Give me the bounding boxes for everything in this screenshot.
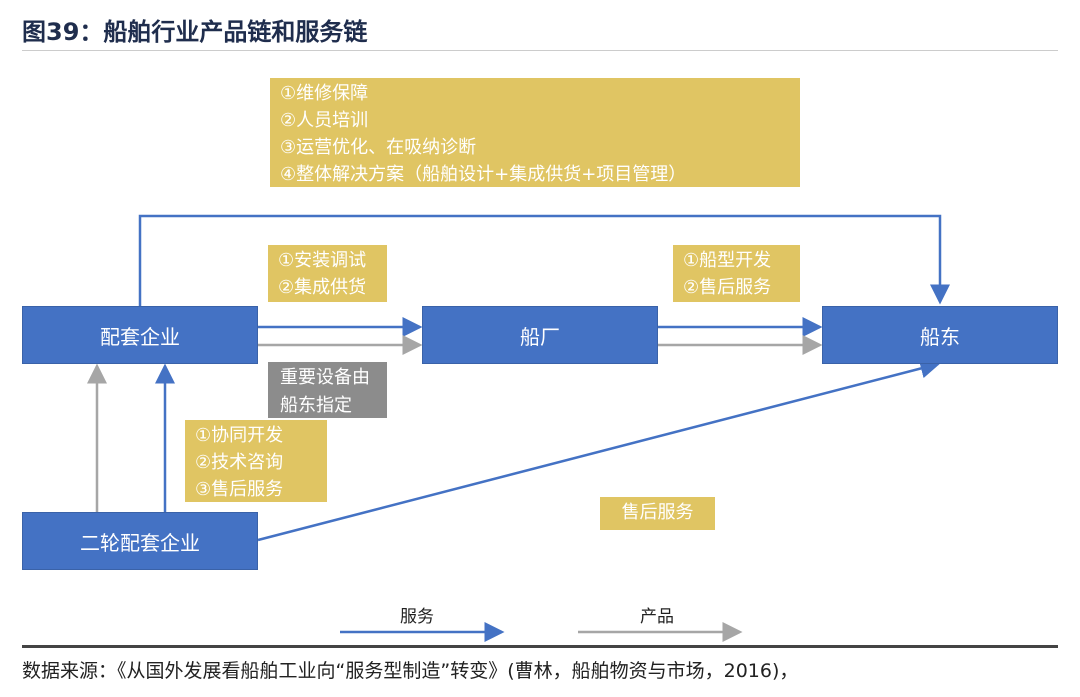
- box-line: ①协同开发: [195, 425, 284, 446]
- designated-equipment-box: 重要设备由 船东指定: [268, 362, 387, 418]
- box-line: 船东指定: [280, 395, 352, 416]
- divider: [22, 645, 1058, 648]
- divider: [22, 50, 1058, 51]
- box-line: ①安装调试: [278, 250, 367, 271]
- box-line: ②集成供货: [278, 277, 367, 298]
- box-line: ②人员培训: [280, 110, 369, 131]
- box-line: ③运营优化、在吸纳诊断: [280, 137, 477, 158]
- aftersales-box: 售后服务: [600, 497, 715, 530]
- node-shipyard: 船厂: [422, 306, 658, 364]
- figure-title: 图39：船舶行业产品链和服务链: [22, 18, 368, 46]
- legend-product-label: 产品: [640, 607, 674, 627]
- secondary-services-box: ①协同开发 ②技术咨询 ③售后服务: [185, 420, 327, 502]
- box-line: ③售后服务: [195, 479, 284, 500]
- yard-owner-services-box: ①船型开发 ②售后服务: [673, 245, 800, 302]
- service-arrow-secondary-owner: [257, 358, 941, 542]
- supplier-yard-services-box: ①安装调试 ②集成供货: [268, 245, 387, 302]
- box-line: ④整体解决方案（船舶设计+集成供货+项目管理）: [280, 164, 687, 185]
- service-arrow-supplier-owner: [138, 214, 950, 306]
- node-secondary-supplier: 二轮配套企业: [22, 512, 258, 570]
- legend-service-label: 服务: [400, 607, 434, 627]
- box-line: ②售后服务: [683, 277, 772, 298]
- box-line: ①船型开发: [683, 250, 772, 271]
- node-shipowner: 船东: [822, 306, 1058, 364]
- box-line: ②技术咨询: [195, 452, 284, 473]
- top-services-box: ①维修保障 ②人员培训 ③运营优化、在吸纳诊断 ④整体解决方案（船舶设计+集成供…: [270, 78, 800, 187]
- box-line: 重要设备由: [280, 367, 370, 388]
- box-line: ①维修保障: [280, 83, 369, 104]
- source-note: 数据来源：《从国外发展看船舶工业向“服务型制造”转变》(曹林，船舶物资与市场，2…: [22, 660, 799, 682]
- node-supplier: 配套企业: [22, 306, 258, 364]
